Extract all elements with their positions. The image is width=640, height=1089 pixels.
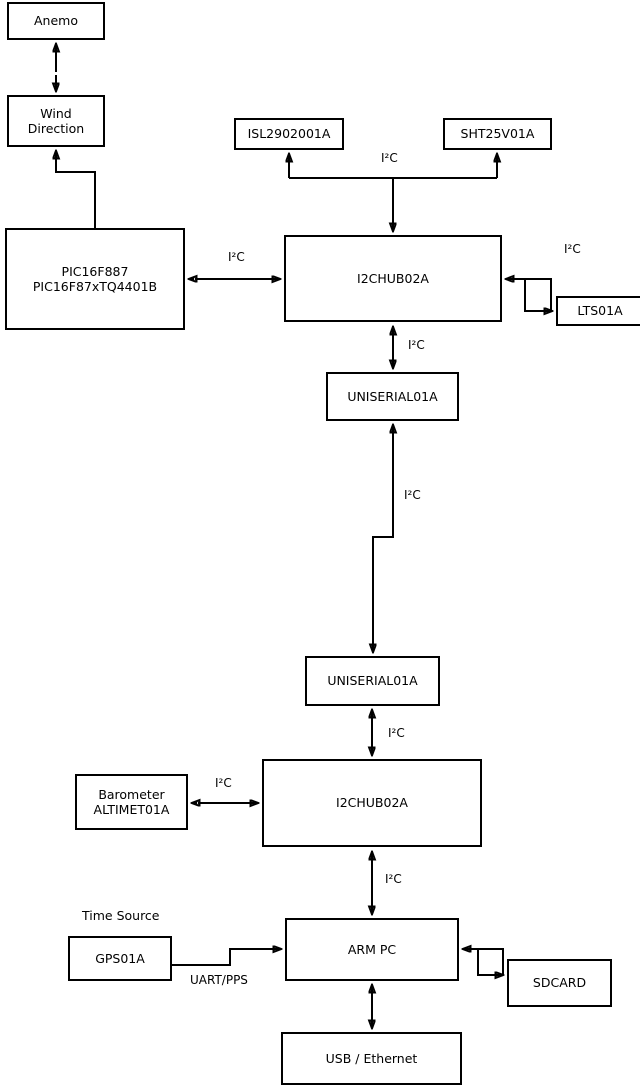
label-time-source: Time Source — [82, 908, 160, 923]
edge-label-pic-hub: I²C — [228, 250, 245, 264]
node-isl2902001a[interactable]: ISL2902001A — [234, 118, 344, 150]
edge-label-barometer-hub: I²C — [215, 776, 232, 790]
wire-arm-sdcard-in — [463, 949, 504, 975]
node-i2chub02a-bottom[interactable]: I2CHUB02A — [262, 759, 482, 847]
node-pic-microcontroller[interactable]: PIC16F887 PIC16F87xTQ4401B — [5, 228, 185, 330]
node-sht25v01a[interactable]: SHT25V01A — [443, 118, 552, 150]
edge-label-uniserial-uniserial: I²C — [404, 488, 421, 502]
node-uniserial01a-upper[interactable]: UNISERIAL01A — [326, 372, 459, 421]
wire-gps-arm — [172, 949, 281, 966]
edge-label-gps-armpc: UART/PPS — [190, 973, 248, 987]
edge-label-hub-uniserial: I²C — [408, 338, 425, 352]
node-arm-pc[interactable]: ARM PC — [285, 918, 459, 981]
wire-hub-lts-in — [506, 279, 552, 311]
node-gps01a[interactable]: GPS01A — [68, 936, 172, 981]
edge-label-hub-armpc: I²C — [385, 872, 402, 886]
node-wind-direction[interactable]: Wind Direction — [7, 95, 105, 147]
node-usb-ethernet[interactable]: USB / Ethernet — [281, 1032, 462, 1085]
edge-label-uniserial-hub-bottom: I²C — [388, 726, 405, 740]
wire-uni-uni — [373, 425, 394, 652]
node-lts01a[interactable]: LTS01A — [556, 296, 640, 326]
node-sdcard[interactable]: SDCARD — [507, 959, 612, 1007]
edge-label-bus-top: I²C — [381, 151, 398, 165]
edge-label-hub-lts: I²C — [564, 242, 581, 256]
wire-hub-lts-out — [524, 279, 552, 311]
wire-arm-sdcard-out — [477, 949, 503, 975]
node-uniserial01a-lower[interactable]: UNISERIAL01A — [305, 656, 440, 706]
node-i2chub02a-top[interactable]: I2CHUB02A — [284, 235, 502, 322]
wire-pic-wind — [56, 151, 96, 228]
node-anemo[interactable]: Anemo — [7, 2, 105, 40]
node-barometer-altimet01a[interactable]: Barometer ALTIMET01A — [75, 774, 188, 830]
